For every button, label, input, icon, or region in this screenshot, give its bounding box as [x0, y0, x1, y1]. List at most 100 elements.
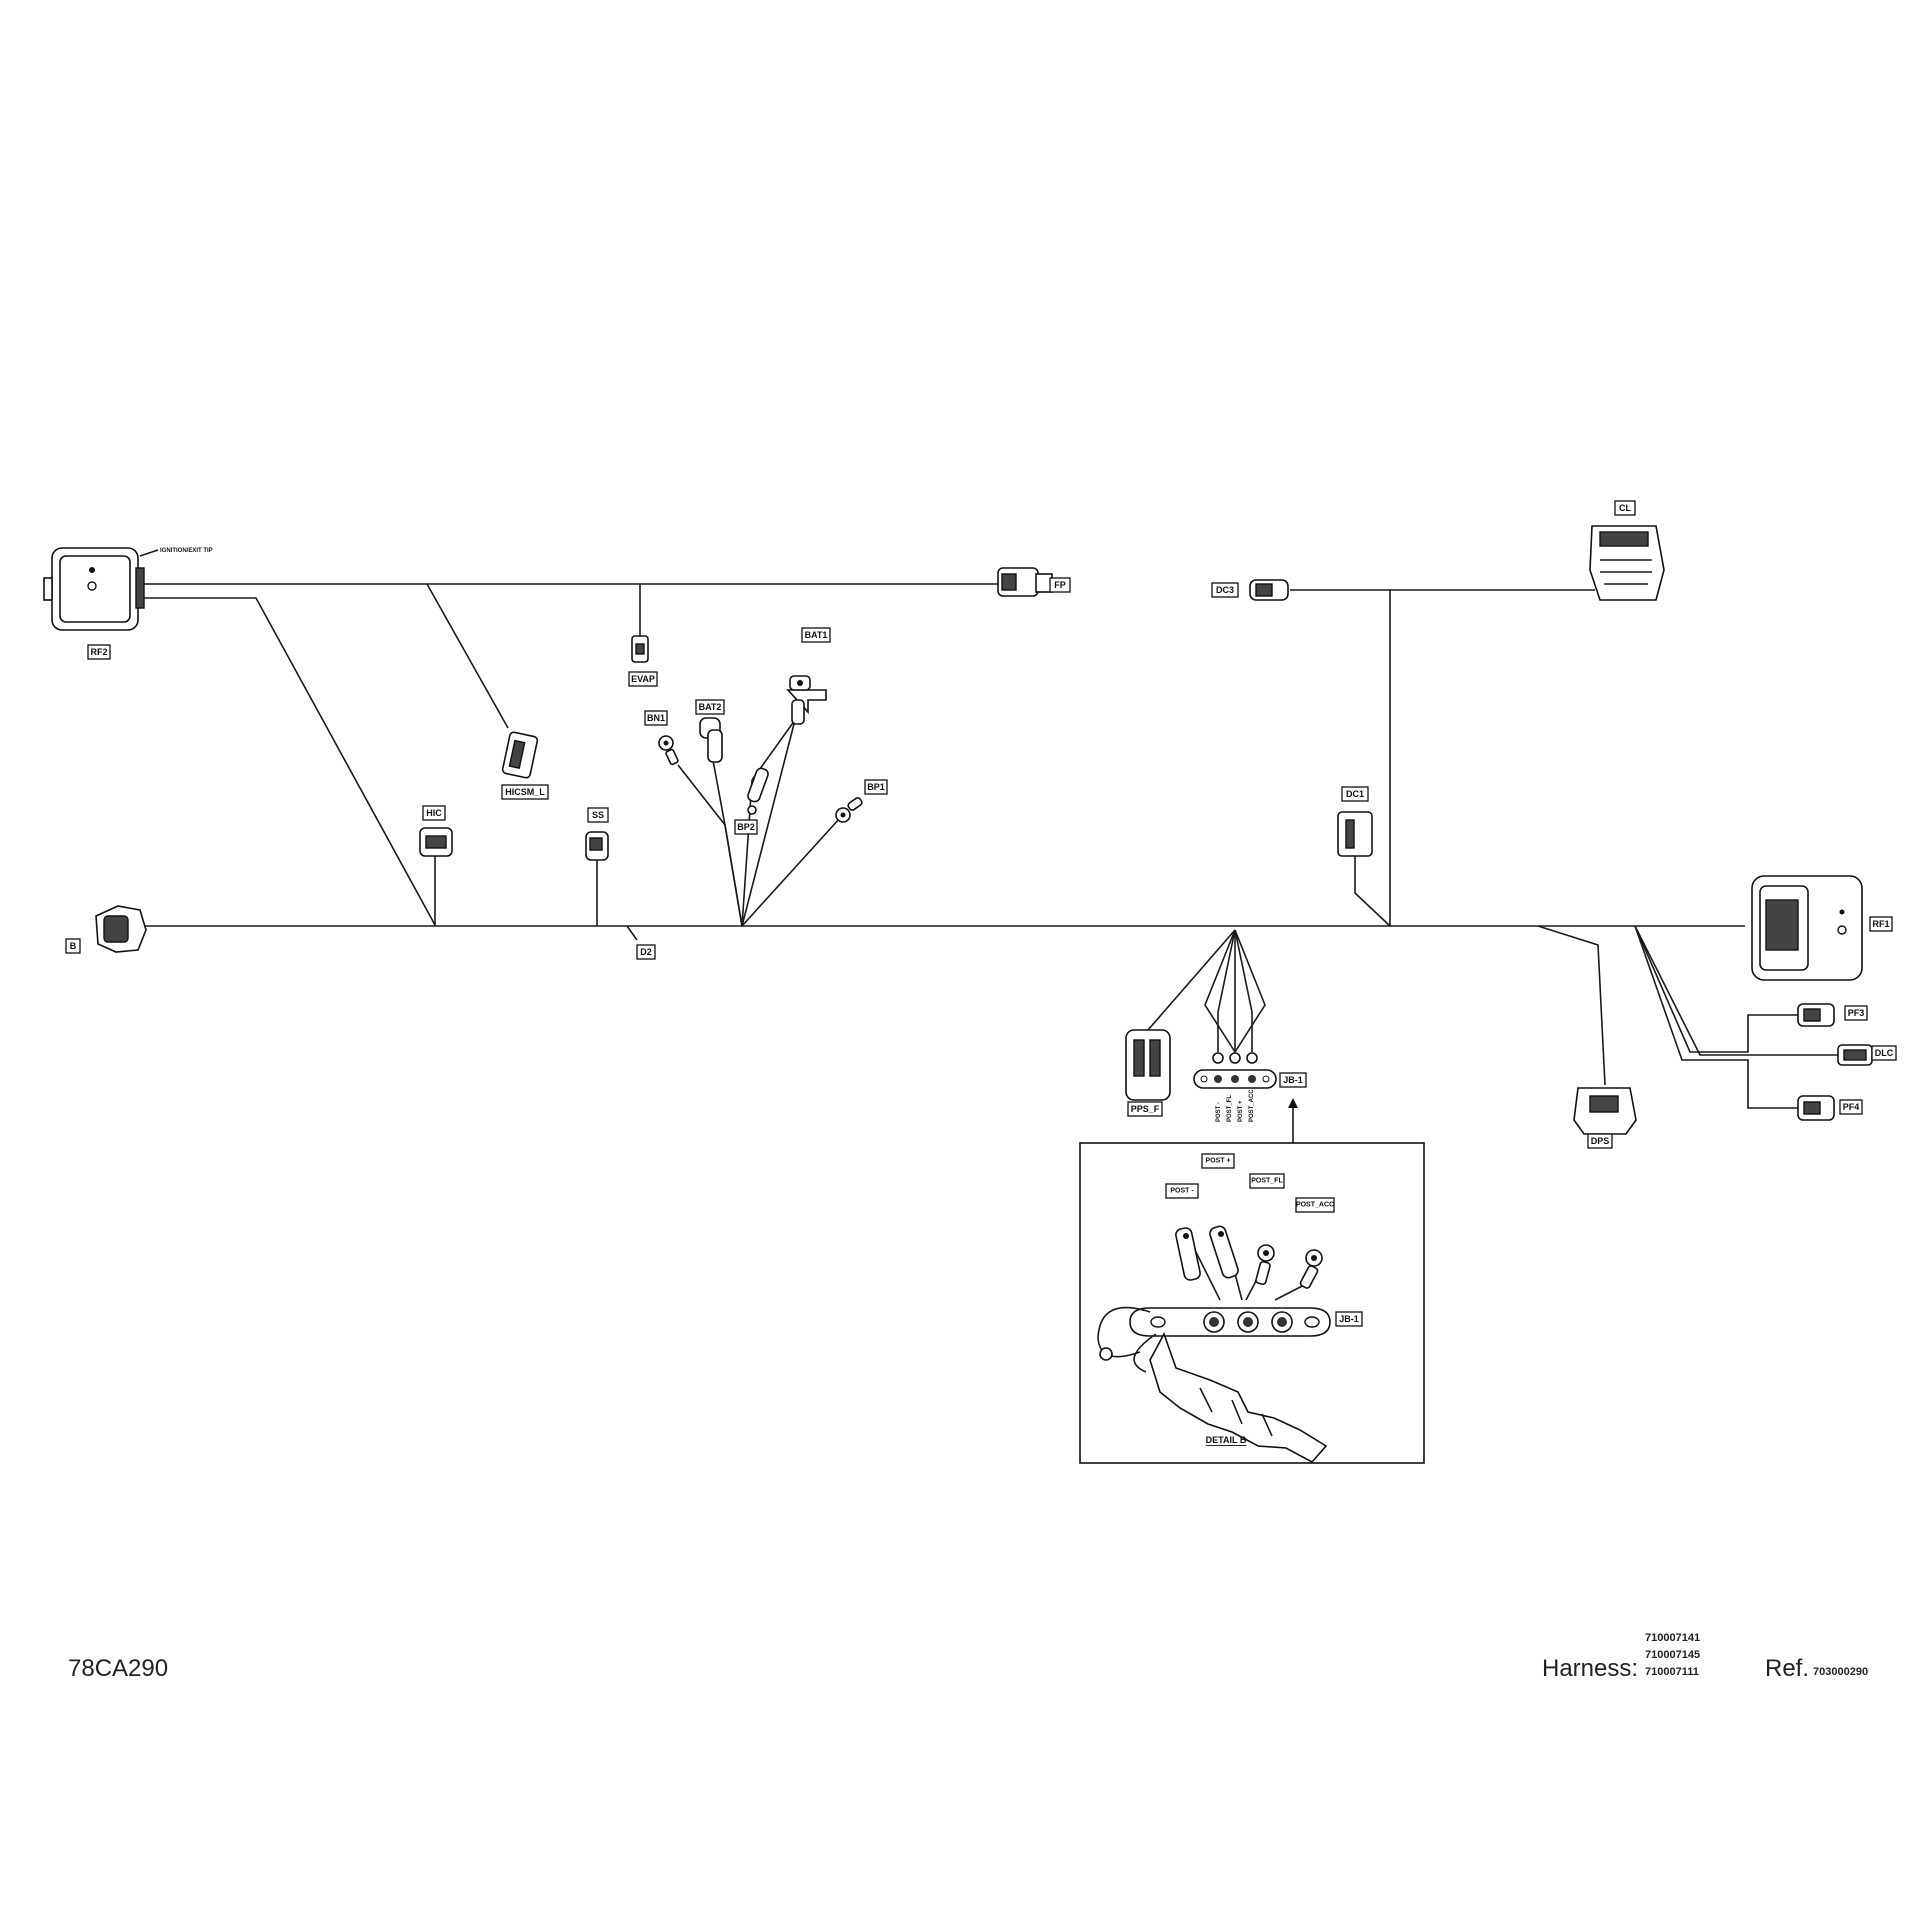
jb1-post-label-3: POST_ACC: [1249, 1089, 1255, 1122]
svg-text:RF2: RF2: [90, 647, 107, 657]
label-bat1: BAT1: [801, 627, 831, 643]
svg-text:BN1: BN1: [647, 713, 665, 723]
wire-bp2: [741, 779, 753, 927]
pf3-connector[interactable]: [1797, 1003, 1835, 1027]
bat1-terminal[interactable]: [786, 675, 827, 725]
wire-bat2: [711, 754, 743, 927]
svg-text:PF4: PF4: [1843, 1102, 1860, 1112]
wire-bp1: [741, 817, 841, 927]
wire-dlc: [1634, 925, 1842, 1056]
svg-text:POST +: POST +: [1205, 1158, 1230, 1165]
bp1-terminal[interactable]: [835, 797, 863, 823]
svg-text:EVAP: EVAP: [631, 674, 655, 684]
ss-connector[interactable]: [585, 831, 609, 861]
dc3-connector[interactable]: [1249, 579, 1289, 601]
dc1-connector[interactable]: [1337, 811, 1373, 857]
label-dlc: DLC: [1871, 1045, 1897, 1061]
svg-text:FP: FP: [1054, 580, 1066, 590]
label-detail-post-plus: POST +: [1201, 1153, 1235, 1169]
bn1-terminal[interactable]: [658, 735, 679, 766]
b-connector[interactable]: [95, 905, 147, 953]
pf4-connector[interactable]: [1797, 1095, 1835, 1121]
svg-text:DC1: DC1: [1346, 789, 1364, 799]
label-hicsm-l: HICSM_L: [501, 784, 549, 800]
jb1-post-label-2: POST +: [1238, 1100, 1244, 1122]
harness-label: Harness:: [1542, 1655, 1639, 1682]
label-bat2: BAT2: [695, 699, 725, 715]
bat2-terminal[interactable]: [699, 717, 723, 763]
harness-number-2: 710007145: [1645, 1649, 1701, 1661]
svg-text:BP1: BP1: [867, 782, 885, 792]
svg-text:SS: SS: [592, 810, 604, 820]
wire-hicsm: [426, 583, 509, 729]
harness-number-3: 710007111: [1645, 1666, 1699, 1678]
svg-text:RF1: RF1: [1872, 919, 1889, 929]
label-bp1: BP1: [864, 779, 888, 795]
svg-text:BP2: BP2: [737, 822, 755, 832]
svg-text:BAT1: BAT1: [805, 630, 828, 640]
dlc-connector[interactable]: [1837, 1044, 1873, 1066]
svg-text:JB-1: JB-1: [1283, 1075, 1303, 1085]
svg-text:CL: CL: [1619, 503, 1631, 513]
pps-f-connector[interactable]: [1125, 1029, 1171, 1101]
dps-connector[interactable]: [1573, 1087, 1637, 1135]
svg-text:PPS_F: PPS_F: [1131, 1104, 1160, 1114]
wire-bat1-a: [741, 719, 796, 927]
ignition-switch-label: IGNITION/EXIT TIP: [139, 548, 213, 557]
label-jb1: JB-1: [1279, 1072, 1307, 1088]
wire-jb-post-1: [1217, 929, 1236, 1052]
wire-bn1: [677, 764, 743, 927]
connector-labels: RF2 FP EVAP BAT1 BAT2 BN1 BP1 BP2 HICSM_…: [65, 500, 1897, 1327]
svg-text:POST_ACC: POST_ACC: [1296, 1202, 1334, 1209]
svg-text:HIC: HIC: [426, 808, 442, 818]
svg-text:POST_FL: POST_FL: [1251, 1178, 1283, 1185]
svg-text:BAT2: BAT2: [699, 702, 722, 712]
ignition-switch-text: IGNITION/EXIT TIP: [160, 548, 213, 554]
hic-connector[interactable]: [419, 827, 453, 857]
svg-text:DLC: DLC: [1875, 1048, 1894, 1058]
label-evap: EVAP: [628, 671, 658, 687]
svg-text:HICSM_L: HICSM_L: [505, 787, 545, 797]
wire-dps: [1537, 925, 1606, 1086]
harness-numbers: 710007141 710007145 710007111: [1645, 1630, 1700, 1681]
harness-wires: [138, 583, 1842, 1143]
cl-connector[interactable]: [1589, 525, 1665, 601]
svg-text:DC3: DC3: [1216, 585, 1234, 595]
drawing-id: 78CA290: [68, 1655, 169, 1682]
fp-connector[interactable]: [997, 567, 1053, 597]
label-bn1: BN1: [644, 710, 668, 726]
wire-dc3: [1290, 589, 1391, 926]
label-dc1: DC1: [1341, 786, 1369, 802]
wire-d2: [626, 925, 638, 941]
label-b: B: [65, 938, 81, 954]
jb1-post-labels: POST - POST_FL POST + POST_ACC: [1216, 1089, 1255, 1122]
wire-pps-f: [1147, 929, 1236, 1031]
detail-caption: DETAIL B: [1206, 1435, 1247, 1445]
label-detail-post-acc: POST_ACC: [1295, 1197, 1335, 1213]
label-detail-post-minus: POST -: [1165, 1183, 1199, 1199]
harness-number-1: 710007141: [1645, 1632, 1701, 1644]
wire-pf3: [1634, 925, 1800, 1053]
detail-b-panel: DETAIL B: [1079, 1142, 1425, 1464]
wire-dc1: [1354, 855, 1391, 927]
hicsm-l-connector[interactable]: [501, 731, 539, 779]
svg-text:B: B: [70, 941, 77, 951]
rf1-module[interactable]: [1751, 875, 1863, 981]
label-hic: HIC: [422, 805, 446, 821]
svg-text:POST -: POST -: [1170, 1188, 1194, 1195]
label-detail-jb1: JB-1: [1335, 1311, 1363, 1327]
evap-connector[interactable]: [631, 635, 649, 663]
label-ss: SS: [587, 807, 609, 823]
label-fp: FP: [1049, 577, 1071, 593]
wire-rf2-lower: [140, 597, 436, 926]
jb1-post-label-0: POST -: [1216, 1102, 1222, 1122]
bp2-terminal[interactable]: [747, 767, 770, 815]
label-dc3: DC3: [1211, 582, 1239, 598]
svg-text:PF3: PF3: [1848, 1008, 1865, 1018]
label-bp2: BP2: [734, 819, 758, 835]
wire-jb-post-5: [1234, 929, 1266, 1053]
rf2-module[interactable]: [43, 547, 145, 631]
jb1-junction-block[interactable]: [1193, 1052, 1277, 1089]
wire-jb-post-3: [1234, 929, 1253, 1052]
